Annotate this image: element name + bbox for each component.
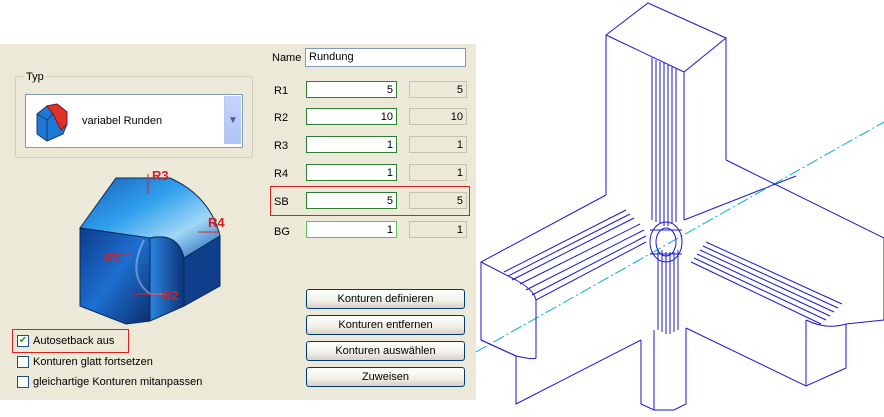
param-input-r2[interactable]: 10 xyxy=(306,108,397,125)
name-label: Name xyxy=(272,52,302,64)
preview-label-r3: R3 xyxy=(152,168,169,183)
param-input-r4[interactable]: 1 xyxy=(306,164,397,181)
param-readonly-r1: 5 xyxy=(409,81,467,98)
param-readonly-r2: 10 xyxy=(409,108,467,125)
autosetback-label: Autosetback aus xyxy=(33,335,115,347)
autosetback-highlight-box xyxy=(12,329,129,353)
similar-contours-label: gleichartige Konturen mitanpassen xyxy=(33,376,203,388)
param-readonly-bg: 1 xyxy=(409,221,467,238)
param-readonly-r3: 1 xyxy=(409,136,467,153)
preview-label-r2: R2 xyxy=(162,288,179,303)
param-label-sb: SB xyxy=(274,196,289,208)
param-readonly-r4: 1 xyxy=(409,164,467,181)
typ-group-title: Typ xyxy=(24,71,46,83)
param-label-r1: R1 xyxy=(274,85,289,97)
chevron-down-icon[interactable]: ▼ xyxy=(224,96,241,144)
smooth-continue-label: Konturen glatt fortsetzen xyxy=(33,356,153,368)
param-input-r1[interactable]: 5 xyxy=(306,81,397,98)
select-contours-button[interactable]: Konturen auswählen xyxy=(306,341,465,361)
param-label-r2: R2 xyxy=(274,112,289,124)
sb-highlight-box xyxy=(270,186,470,216)
typ-groupbox xyxy=(15,76,253,158)
preview-label-r1: R1 xyxy=(104,250,121,265)
param-input-r3[interactable]: 1 xyxy=(306,136,397,153)
param-input-sb[interactable]: 5 xyxy=(306,192,397,209)
param-label-r3: R3 xyxy=(274,140,289,152)
param-label-r4: R4 xyxy=(274,168,289,180)
assign-button[interactable]: Zuweisen xyxy=(306,367,465,387)
param-readonly-sb: 5 xyxy=(409,192,467,209)
param-input-bg[interactable]: 1 xyxy=(306,221,397,238)
similar-contours-checkbox[interactable] xyxy=(17,376,29,388)
autosetback-checkbox[interactable]: ✔ xyxy=(17,335,29,347)
wireframe-model-view xyxy=(475,0,884,414)
define-contours-button[interactable]: Konturen definieren xyxy=(306,289,465,309)
name-input[interactable]: Rundung xyxy=(305,48,466,67)
remove-contours-button[interactable]: Konturen entfernen xyxy=(306,315,465,335)
param-label-bg: BG xyxy=(274,226,290,238)
typ-selected-value: variabel Runden xyxy=(82,115,163,127)
fillet-preview xyxy=(70,166,270,336)
typ-combobox[interactable]: variabel Runden ▼ xyxy=(25,94,243,148)
variable-fillet-icon xyxy=(33,100,71,145)
smooth-continue-checkbox[interactable] xyxy=(17,356,29,368)
preview-label-r4: R4 xyxy=(208,215,225,230)
